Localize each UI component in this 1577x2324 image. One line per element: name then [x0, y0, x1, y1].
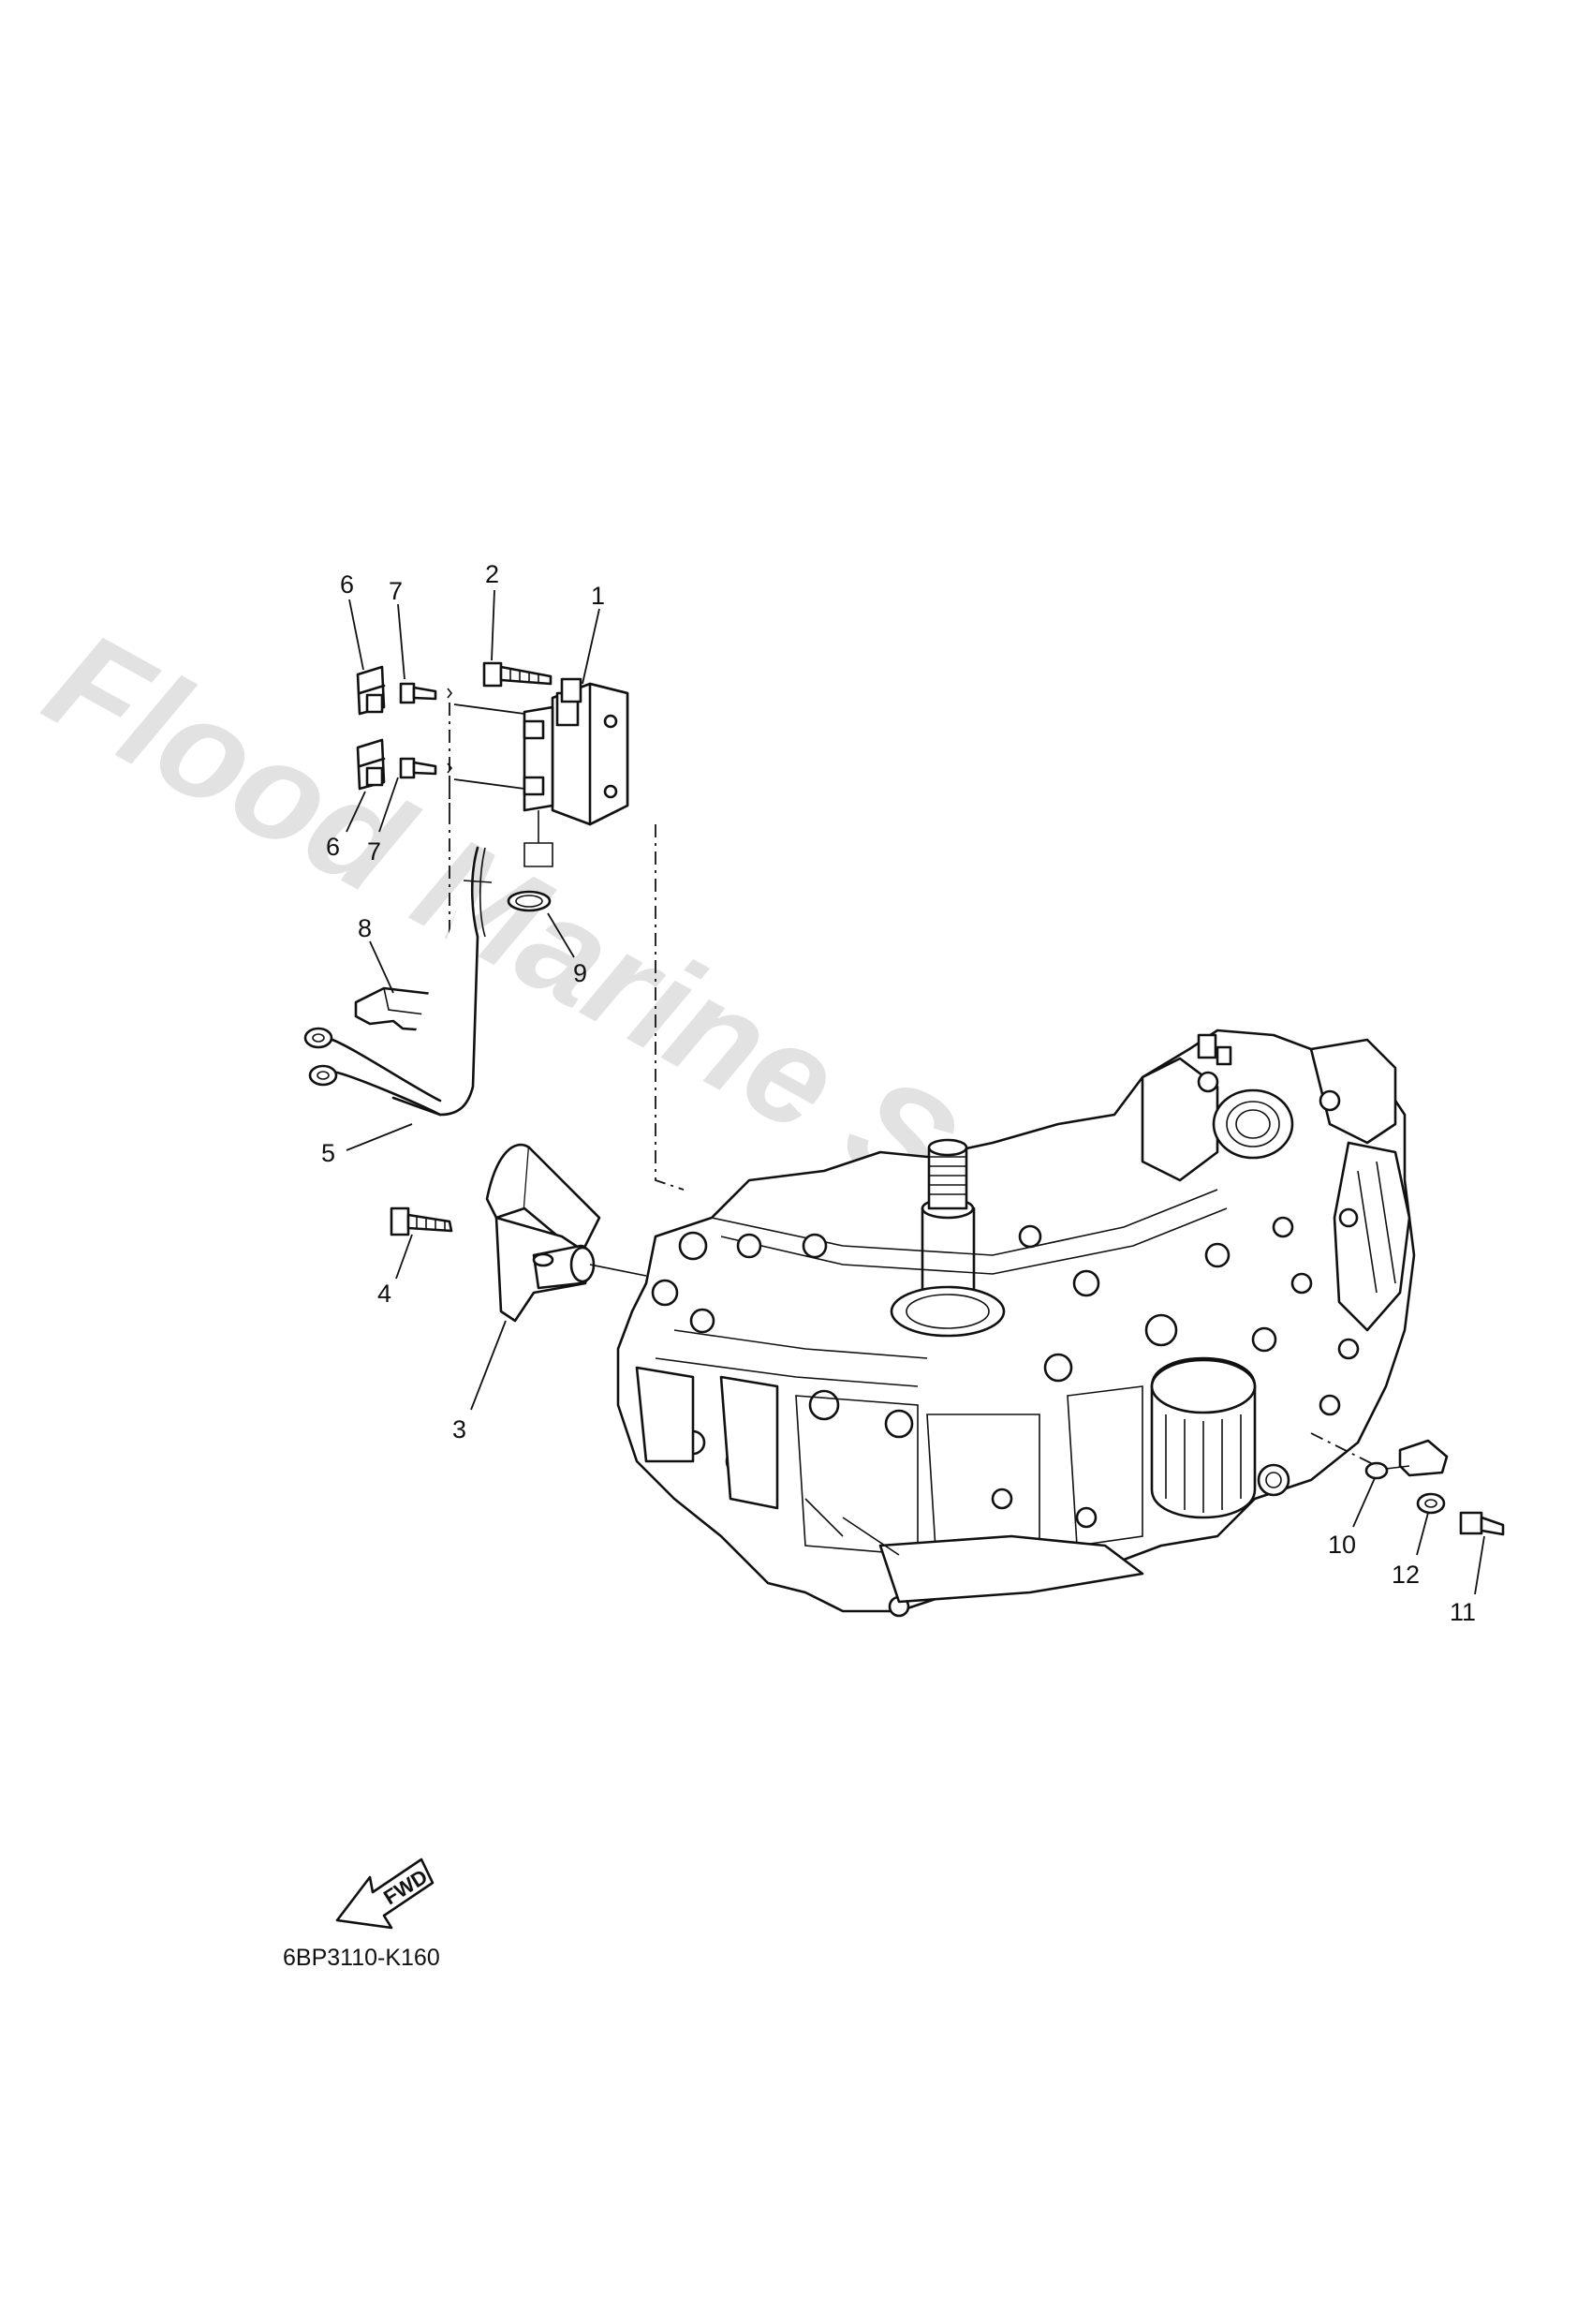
callout-12: 12 [1392, 1561, 1420, 1589]
callout-2: 2 [485, 560, 499, 588]
part-2-bolt [482, 661, 553, 688]
part-12-washer [1416, 1492, 1446, 1515]
diagram-code: 6BP3110-K160 [283, 1945, 440, 1971]
callout-7-upper: 7 [389, 577, 403, 605]
callout-11: 11 [1450, 1598, 1476, 1626]
callout-7-lower: 7 [367, 837, 381, 866]
part-3-pulser-coil [485, 1143, 601, 1323]
callout-3: 3 [452, 1415, 466, 1443]
callout-5: 5 [321, 1139, 335, 1167]
callout-1: 1 [591, 582, 605, 610]
part-9-band [507, 890, 552, 912]
engine-block [616, 1029, 1416, 1618]
part-5-lead-wire [303, 846, 493, 1117]
part-7-screw-upper [399, 682, 437, 704]
callout-6-upper: 6 [340, 570, 354, 599]
part-6-clamp-lower [356, 738, 386, 791]
callout-9: 9 [573, 959, 587, 987]
callout-8: 8 [358, 914, 372, 942]
forward-direction-arrow: FWD [335, 1858, 435, 1930]
callout-10: 10 [1328, 1531, 1356, 1559]
part-10-clip [1364, 1439, 1449, 1480]
callout-6-lower: 6 [326, 833, 340, 861]
callout-4: 4 [377, 1280, 391, 1308]
part-1-cdi-unit [523, 677, 629, 867]
callout-leaders [346, 589, 1485, 1595]
part-6-clamp-upper [356, 665, 386, 716]
part-4-bolt [390, 1206, 453, 1236]
part-11-bolt [1459, 1511, 1505, 1536]
part-7-screw-lower [399, 757, 437, 779]
